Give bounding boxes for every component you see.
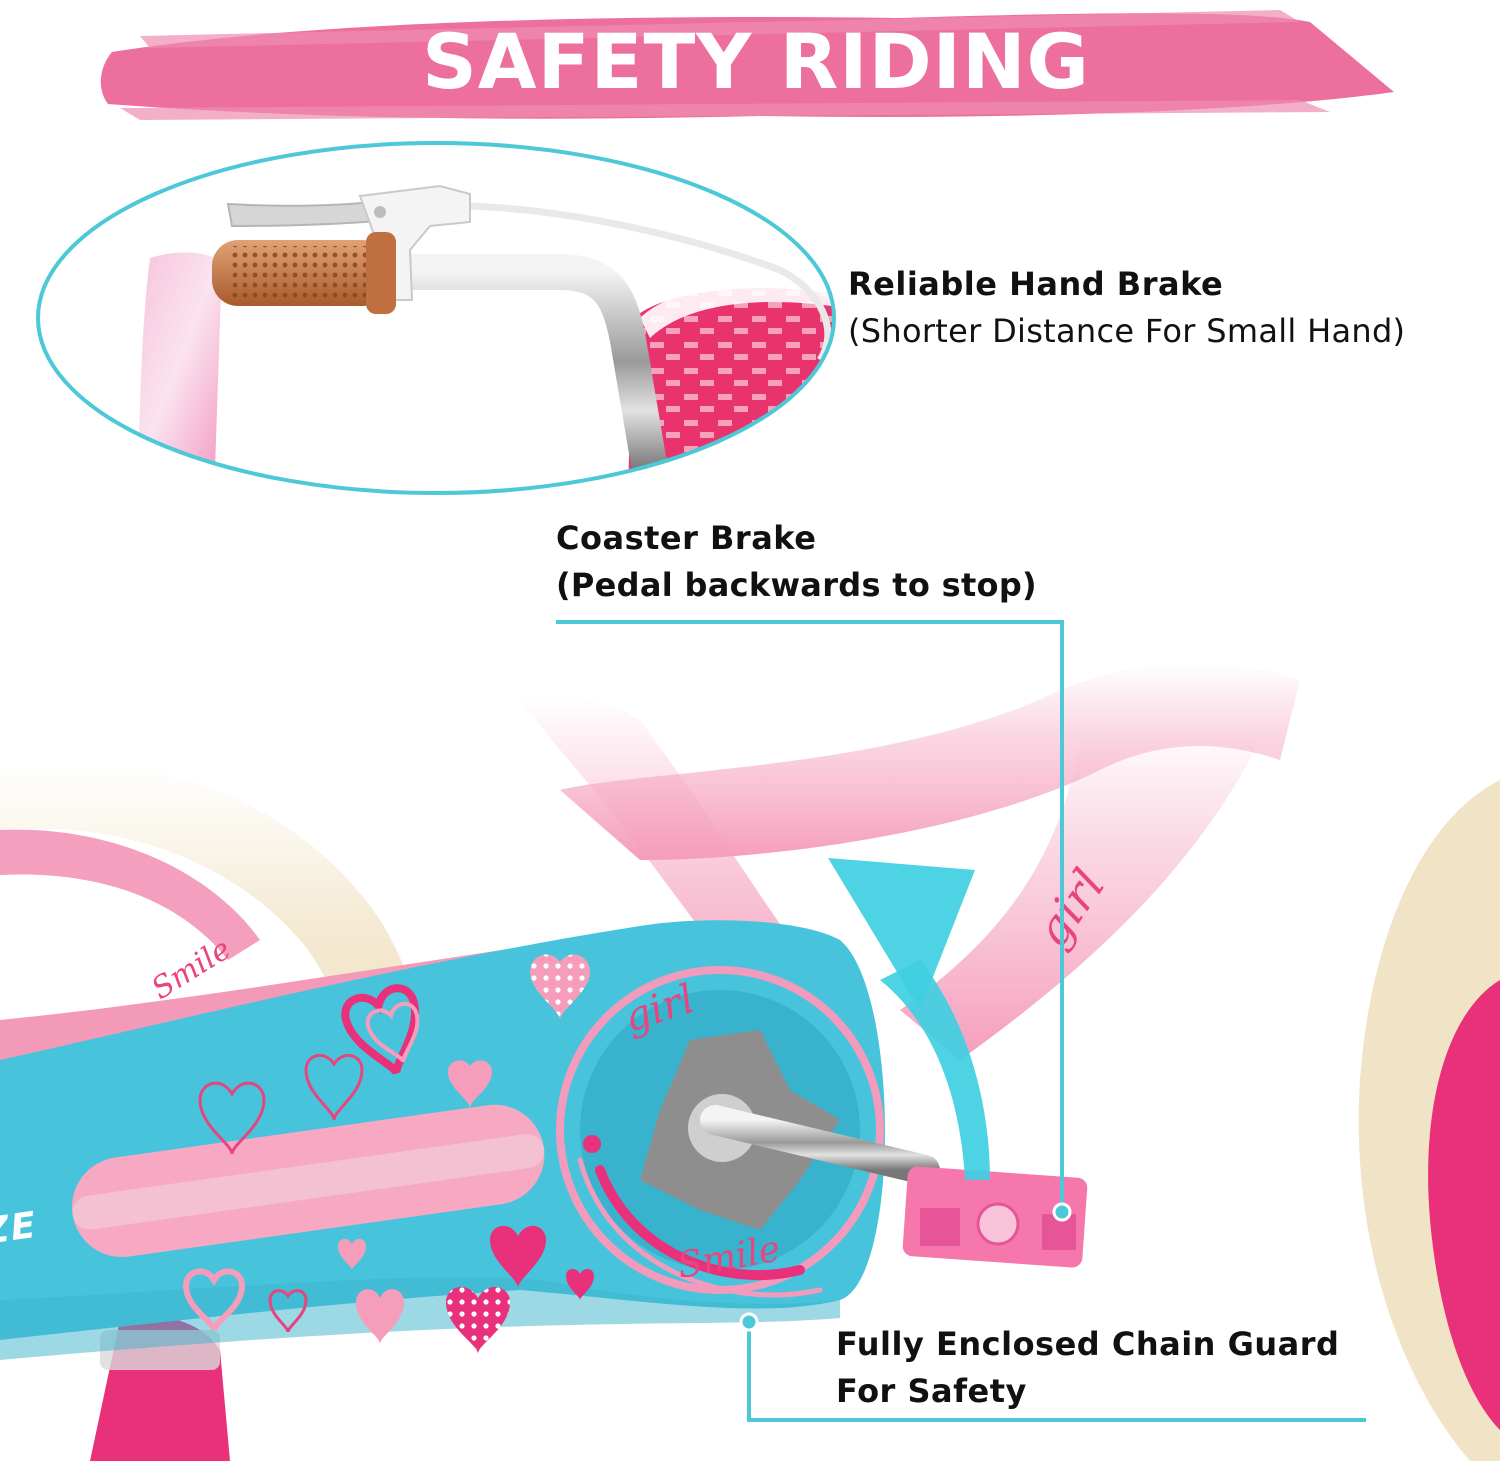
tassel <box>138 252 222 470</box>
banner: SAFETY RIDING <box>100 10 1395 120</box>
rotation-arrow-icon <box>880 960 990 1180</box>
heart-icon <box>448 1060 492 1108</box>
callout-lines <box>556 620 1366 1422</box>
coaster-brake-callout-line <box>556 620 1064 1208</box>
heart-icon <box>530 954 590 1020</box>
brake-cable <box>469 202 832 362</box>
hand-brake-photo <box>36 141 836 495</box>
crank-arm <box>700 1105 940 1185</box>
heart-icon <box>365 1001 420 1063</box>
coaster-brake-subtitle: (Pedal backwards to stop) <box>556 566 1037 604</box>
chain-guard-callout-line <box>747 1326 1366 1422</box>
chain-guard-subtitle: For Safety <box>836 1372 1027 1410</box>
heart-icon <box>182 1268 246 1332</box>
rotation-arrow-head <box>828 858 975 1010</box>
coaster-brake-callout-dot <box>1052 1202 1072 1222</box>
callout-oval <box>36 141 836 495</box>
rear-tire <box>0 762 430 1180</box>
hand-brake-subtitle: (Shorter Distance For Small Hand) <box>848 312 1406 350</box>
hand-brake-title: Reliable Hand Brake <box>848 265 1224 303</box>
heart-icon <box>198 1081 266 1155</box>
banner-title: SAFETY RIDING <box>422 17 1090 106</box>
heart-icon <box>490 1225 546 1288</box>
front-rim <box>1428 980 1500 1430</box>
rear-rim <box>0 829 260 960</box>
bike-illustration: girl Smile WEIZE girl Smile <box>0 662 1500 1461</box>
heart-icon <box>304 1054 364 1121</box>
top-tube <box>560 662 1300 860</box>
down-tube <box>900 725 1260 1060</box>
heart-icon <box>566 1268 594 1300</box>
chain-guard-title: Fully Enclosed Chain Guard <box>836 1325 1340 1363</box>
heart-icon <box>356 1289 404 1344</box>
heart-icon <box>341 984 419 1076</box>
handlebar <box>392 254 668 488</box>
coaster-brake-title: Coaster Brake <box>556 519 817 557</box>
heart-icon <box>268 1289 308 1333</box>
chain-guard-callout-dot <box>739 1312 759 1332</box>
heart-icon <box>338 1238 366 1270</box>
